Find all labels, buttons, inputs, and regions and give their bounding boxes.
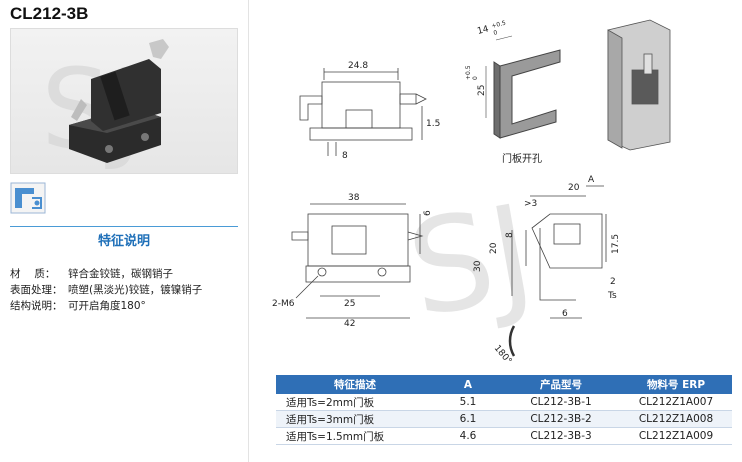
dim-label: 1.5: [426, 119, 440, 129]
spec-value: 喷塑(黑淡光)铰链，镀镍销子: [68, 284, 203, 296]
section-heading: 特征说明: [97, 234, 150, 249]
dim-label: 42: [344, 319, 355, 329]
dim-label: Ts: [607, 291, 617, 301]
installed-3d-view: [607, 19, 671, 151]
spec-material: 材 质： 锌合金铰链，碳钢销子: [10, 266, 173, 281]
dim-label: 6: [423, 210, 433, 216]
cell-model: CL212-3B-1: [502, 394, 620, 411]
dim-label: 20: [568, 183, 580, 193]
dim-label: 25: [477, 85, 487, 96]
product-photo: SJ: [10, 28, 238, 174]
cutout-caption: 门板开孔: [502, 152, 542, 165]
cell-description: 适用Ts=2mm门板: [276, 394, 434, 411]
dim-label: 8: [505, 232, 515, 238]
table-row: 适用Ts=2mm门板 5.1 CL212-3B-1 CL212Z1A007: [276, 394, 732, 411]
cell-erp: CL212Z1A007: [620, 394, 732, 411]
cell-a: 4.6: [434, 427, 502, 445]
spec-value: 可开启角度180°: [68, 300, 146, 312]
dim-label: 14: [476, 24, 490, 37]
spec-label: 材 质：: [10, 268, 56, 280]
spec-label: 表面处理：: [10, 284, 63, 296]
cell-a: 6.1: [434, 410, 502, 428]
spec-value: 锌合金铰链，碳钢销子: [68, 268, 173, 280]
svg-text:SJ: SJ: [398, 176, 543, 347]
table-row: 适用Ts=3mm门板 6.1 CL212-3B-2 CL212Z1A008: [276, 410, 732, 428]
technical-drawings: SJ 24.8 1.5 8 14 +0.5 0 25 +0.5 0 门板开孔: [250, 0, 740, 374]
column-divider: [248, 0, 249, 462]
col-header: 产品型号: [502, 375, 620, 394]
dim-tolerance: +0.5: [491, 20, 507, 30]
table-header-row: 特征描述 A 产品型号 物料号 ERP: [276, 375, 732, 394]
spec-structure: 结构说明： 可开启角度180°: [10, 298, 146, 313]
dim-label: 38: [348, 193, 360, 203]
cell-description: 适用Ts=1.5mm门板: [276, 427, 434, 445]
hinge-type-icon: [10, 182, 46, 218]
spec-label: 结构说明：: [10, 300, 63, 312]
cell-model: CL212-3B-2: [502, 410, 620, 428]
front-bottom-view: [291, 203, 424, 319]
spec-table: 特征描述 A 产品型号 物料号 ERP 适用Ts=2mm门板 5.1 CL212…: [276, 375, 732, 445]
front-top-view: [299, 68, 427, 156]
cell-erp: CL212Z1A009: [620, 427, 732, 445]
dim-label: 8: [342, 151, 348, 161]
dim-label: 6: [562, 309, 568, 319]
dim-label: 2: [610, 277, 616, 287]
table-row: 适用Ts=1.5mm门板 4.6 CL212-3B-3 CL212Z1A009: [276, 427, 732, 445]
dim-label: 24.8: [348, 61, 368, 71]
cell-description: 适用Ts=3mm门板: [276, 410, 434, 428]
cell-a: 5.1: [434, 394, 502, 411]
dim-label: >3: [524, 199, 537, 209]
dim-label: 20: [489, 242, 499, 254]
dim-label: 2-M6: [272, 299, 295, 309]
dim-tolerance: 0: [493, 29, 499, 37]
dim-tolerance: 0: [472, 76, 479, 80]
section-divider: [10, 226, 238, 227]
col-header: A: [434, 375, 502, 394]
side-section-view: [508, 185, 607, 357]
col-header: 特征描述: [276, 375, 434, 394]
dim-label: 30: [473, 260, 483, 272]
cell-erp: CL212Z1A008: [620, 410, 732, 428]
door-cutout-view: [493, 49, 561, 139]
product-title: CL212-3B: [10, 4, 89, 23]
cell-model: CL212-3B-3: [502, 427, 620, 445]
dim-label: 25: [344, 299, 355, 309]
dim-label: A: [588, 175, 595, 185]
spec-surface: 表面处理： 喷塑(黑淡光)铰链，镀镍销子: [10, 282, 202, 297]
dim-label: 17.5: [611, 234, 621, 254]
col-header: 物料号 ERP: [620, 375, 732, 394]
dim-tolerance: +0.5: [465, 65, 472, 80]
